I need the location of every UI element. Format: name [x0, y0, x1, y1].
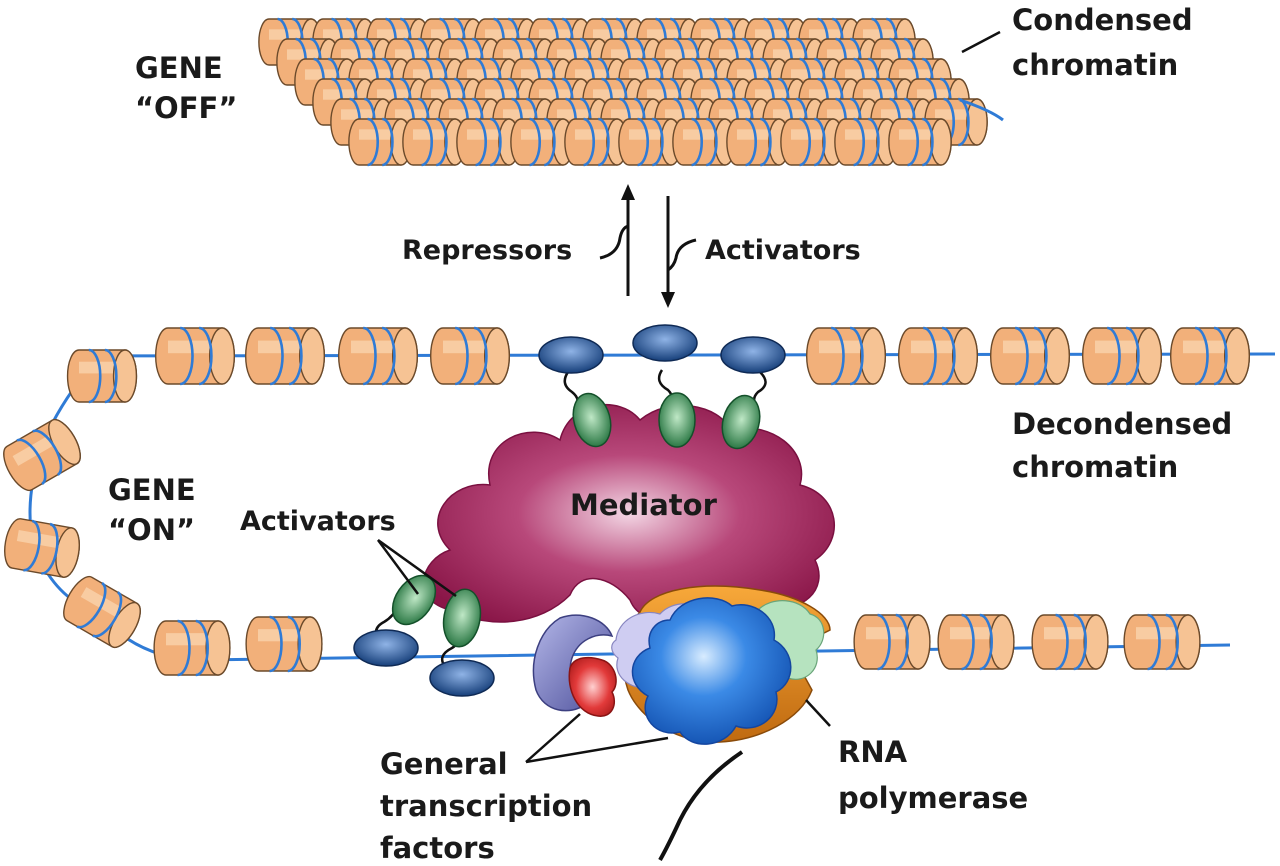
nucleosome — [245, 615, 323, 673]
nucleosome — [989, 326, 1071, 386]
condensed-nucleosome — [402, 117, 466, 167]
top-activator-3 — [720, 336, 786, 450]
repressors-arrow — [599, 184, 635, 296]
mediator-complex — [422, 403, 836, 623]
rna-polymerase-blue-core — [631, 597, 792, 745]
nucleosome — [1031, 613, 1109, 671]
gtf-leader-lines — [525, 713, 669, 764]
gtf-label-line3: factors — [380, 831, 495, 865]
nucleosome — [853, 613, 931, 671]
condensed-nucleosome — [348, 117, 412, 167]
condensed-nucleosome — [726, 117, 790, 167]
nucleosome — [4, 518, 80, 578]
condensed-nucleosome — [618, 117, 682, 167]
activators-arrow — [661, 196, 697, 308]
condensed-chromatin-label-line2: chromatin — [1012, 48, 1178, 82]
nucleosome — [66, 348, 138, 404]
dna-loop — [28, 354, 102, 614]
condensed-chromatin-fiber — [258, 17, 1004, 167]
top-activator-1 — [538, 336, 612, 448]
gene-on-label-line1: GENE — [108, 473, 196, 507]
rna-polymerase-leader-line — [805, 699, 831, 727]
activators-left-label: Activators — [240, 506, 396, 537]
condensed-nucleosome — [672, 117, 736, 167]
nucleosome — [1169, 326, 1251, 386]
decondensed-nucleosomes — [3, 326, 1251, 677]
nucleosome — [154, 326, 236, 386]
nucleosome — [244, 326, 326, 386]
nucleosome — [805, 326, 887, 386]
rna-polymerase-label-line2: polymerase — [838, 781, 1028, 815]
gtf-red-subunit — [568, 656, 617, 717]
nucleosome — [937, 613, 1015, 671]
gene-off-label-line1: GENE — [135, 51, 223, 85]
condensed-nucleosome — [780, 117, 844, 167]
condensed-nucleosome — [564, 117, 628, 167]
gtf-label-line2: transcription — [380, 789, 592, 823]
gtf-label-line1: General — [380, 747, 508, 781]
nucleosome — [337, 326, 419, 386]
condensed-dna-tail — [959, 98, 1004, 122]
condensed-chromatin-leader-line — [961, 30, 1001, 54]
mediator-label: Mediator — [570, 488, 718, 522]
condensed-nucleosome — [510, 117, 574, 167]
nucleosome — [897, 326, 979, 386]
top-activator-2 — [632, 324, 698, 448]
condensed-chromatin-label-line1: Condensed — [1012, 3, 1193, 37]
rna-transcript — [658, 750, 744, 861]
rna-polymerase-label-line1: RNA — [838, 735, 908, 769]
decondensed-chromatin-label-line1: Decondensed — [1012, 407, 1232, 441]
nucleosome — [153, 619, 231, 677]
nucleosome — [3, 418, 81, 491]
condensed-nucleosome — [456, 117, 520, 167]
condensed-nucleosome — [834, 117, 898, 167]
bottom-activator-1 — [353, 574, 437, 667]
gene-on-label-line2: “ON” — [108, 513, 195, 547]
bottom-activator-2 — [429, 588, 495, 697]
nucleosome — [63, 576, 141, 649]
activators-left-leader-lines — [376, 538, 457, 598]
gene-off-label-line2: “OFF” — [135, 91, 237, 125]
nucleosome — [429, 326, 511, 386]
activators-top-label: Activators — [705, 235, 861, 266]
nucleosome — [1081, 326, 1163, 386]
condensed-nucleosome — [888, 117, 952, 167]
repressors-label: Repressors — [402, 235, 572, 266]
decondensed-chromatin-label-line2: chromatin — [1012, 450, 1178, 484]
nucleosome — [1123, 613, 1201, 671]
